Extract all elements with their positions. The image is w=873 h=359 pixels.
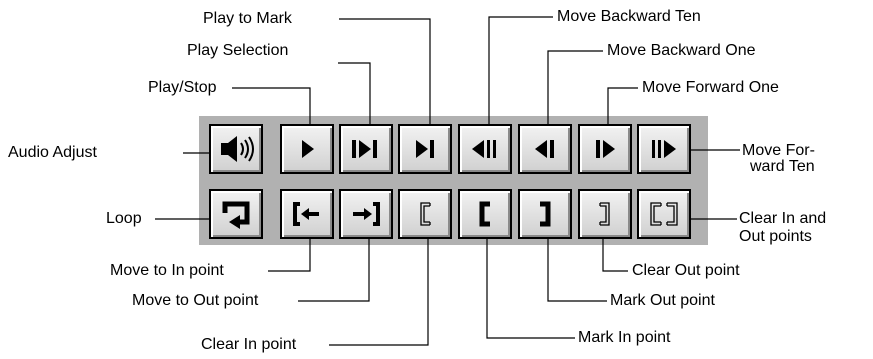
label-move-backward-one: Move Backward One — [607, 42, 756, 59]
move-backward-one-button[interactable] — [518, 124, 572, 174]
step-forward-ten-icon — [652, 140, 676, 158]
loop-button[interactable] — [209, 189, 263, 239]
play-stop-button[interactable] — [280, 124, 334, 174]
label-audio-adjust: Audio Adjust — [8, 144, 97, 161]
audio-adjust-button[interactable] — [209, 124, 263, 174]
mark-out-point-button[interactable] — [518, 189, 572, 239]
clear-out-icon — [599, 202, 610, 226]
move-to-in-point-button[interactable] — [280, 189, 334, 239]
label-move-forward-one: Move Forward One — [642, 79, 779, 96]
label-move-forward-ten-line2: ward Ten — [750, 158, 815, 175]
play-selection-icon — [352, 140, 377, 158]
label-mark-out-point: Mark Out point — [610, 292, 715, 309]
clear-in-point-button[interactable] — [398, 189, 452, 239]
step-back-one-icon — [535, 140, 554, 158]
step-forward-one-icon — [596, 140, 615, 158]
label-move-to-out-point: Move to Out point — [132, 292, 259, 309]
label-play-selection: Play Selection — [187, 42, 289, 59]
label-move-forward-ten-line1: Move For- — [742, 142, 815, 159]
label-play-stop: Play/Stop — [148, 79, 217, 96]
move-to-out-point-button[interactable] — [339, 189, 393, 239]
speaker-icon — [221, 136, 254, 162]
clear-in-icon — [420, 202, 431, 226]
go-to-in-icon — [293, 202, 319, 226]
clear-out-point-button[interactable] — [578, 189, 632, 239]
move-backward-ten-button[interactable] — [458, 124, 512, 174]
play-icon — [302, 140, 314, 158]
label-move-backward-ten: Move Backward Ten — [557, 8, 701, 25]
play-to-mark-button[interactable] — [398, 124, 452, 174]
label-clear-in-out-line2: Out points — [739, 228, 812, 245]
loop-icon — [222, 201, 250, 229]
mark-out-icon — [540, 201, 551, 227]
clear-in-and-out-button[interactable] — [637, 189, 691, 239]
label-clear-in-point: Clear In point — [201, 336, 297, 353]
label-mark-in-point: Mark In point — [578, 329, 671, 346]
label-loop: Loop — [106, 210, 142, 227]
label-clear-in-out-line1: Clear In and — [739, 210, 827, 227]
step-back-ten-icon — [472, 140, 496, 158]
label-clear-out-point: Clear Out point — [632, 262, 740, 279]
label-play-to-mark: Play to Mark — [203, 10, 292, 27]
play-to-mark-icon — [416, 140, 434, 158]
play-selection-button[interactable] — [339, 124, 393, 174]
clear-in-out-icon — [650, 202, 678, 226]
mark-in-point-button[interactable] — [458, 189, 512, 239]
mark-in-icon — [479, 201, 490, 227]
label-move-to-in-point: Move to In point — [110, 262, 224, 279]
move-forward-ten-button[interactable] — [637, 124, 691, 174]
go-to-out-icon — [353, 202, 380, 226]
move-forward-one-button[interactable] — [578, 124, 632, 174]
